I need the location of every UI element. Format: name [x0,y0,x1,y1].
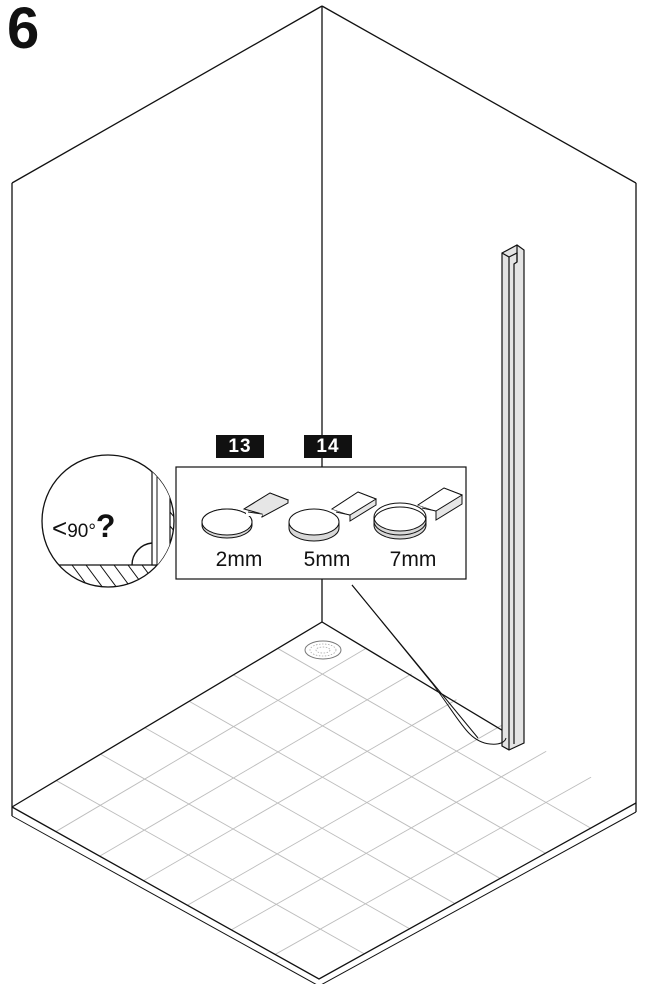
floor-drain-icon [304,640,342,660]
spacer-shim-icon [201,487,464,542]
floor-hatch-line [85,564,113,587]
tile-joint [55,647,368,832]
floor-hatch-line [141,564,169,587]
wall-profile [501,244,525,751]
tile-joint [233,674,546,854]
tile-joint [144,727,456,904]
tile-joint [231,750,547,931]
spacer-7mm [373,487,464,540]
spacer-5mm [288,491,378,542]
spacer-label-5mm: 5mm [303,548,351,571]
floor-hatch-line [42,564,57,587]
wall-hatch-line [169,525,174,545]
step-number: 6 [7,0,40,61]
floor-hatch-line [71,564,99,587]
room-walls [11,5,637,807]
floor-hatch-line [99,564,127,587]
tile-joint [100,753,410,930]
tile-joint [143,699,457,882]
tile-joint [274,776,592,955]
floor-hatch-line [113,564,141,587]
angle-value: 90° [67,521,96,542]
floor-tiles [55,647,592,955]
tile-joint [56,780,365,955]
floor-outline [11,621,637,984]
angle-question: ? [95,508,116,544]
part-badge-14: 14 [304,435,352,458]
tile-joint [188,700,501,879]
angle-check-label: <90°? [52,508,115,545]
tile-joint [187,725,502,906]
wall-hatch-line [169,511,174,531]
spacer-label-2mm: 2mm [215,548,263,571]
spacer-2mm [201,492,290,539]
tile-joint [277,648,591,829]
detail-leader-line [351,584,507,745]
angle-symbol: < [52,513,68,543]
tile-joint [99,673,412,857]
spacer-label-7mm: 7mm [389,548,437,571]
part-badge-13: 13 [216,435,264,458]
